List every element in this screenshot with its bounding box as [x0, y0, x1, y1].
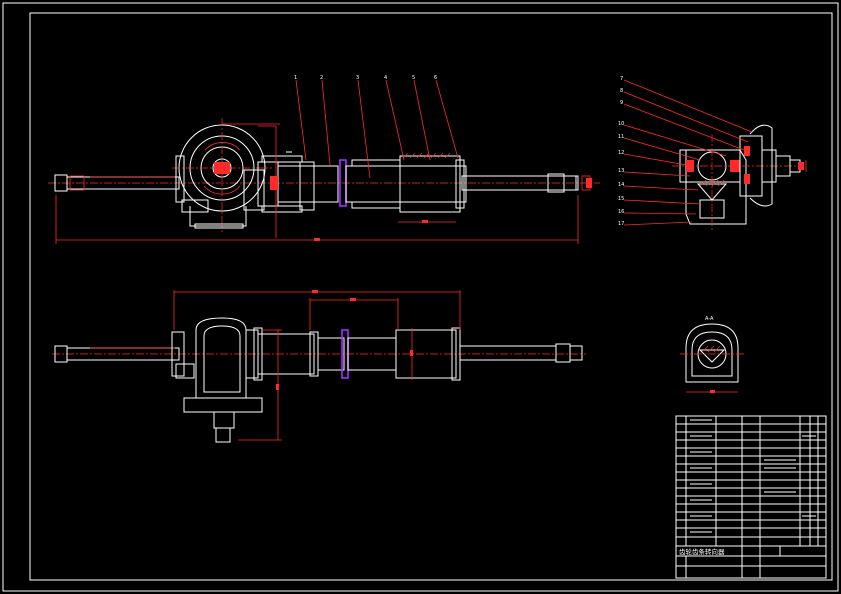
leader-7: 7 — [620, 76, 623, 82]
leader-3: 3 — [356, 75, 359, 81]
leader-1: 1 — [294, 75, 297, 81]
leader-9: 9 — [620, 100, 623, 106]
leader-16: 16 — [618, 209, 624, 215]
leader-4: 4 — [384, 75, 387, 81]
leader-2: 2 — [320, 75, 323, 81]
top-view — [52, 290, 586, 443]
drawing-title: 齿轮齿条转向器 — [679, 547, 725, 556]
leader-8: 8 — [620, 88, 623, 94]
leader-14: 14 — [618, 182, 624, 188]
leader-5: 5 — [412, 75, 415, 81]
inner-frame — [29, 12, 833, 581]
leader-12: 12 — [618, 150, 624, 156]
leader-6: 6 — [434, 75, 437, 81]
leader-11: 11 — [618, 134, 624, 140]
front-view: 1 2 3 4 5 6 — [48, 75, 600, 244]
leader-10: 10 — [618, 121, 624, 127]
section-aa-view: A-A — [680, 316, 744, 393]
leader-15: 15 — [618, 196, 624, 202]
section-aa-label: A-A — [705, 316, 714, 322]
title-block: 齿轮齿条转向器 — [675, 415, 827, 579]
leader-17: 17 — [618, 221, 624, 227]
side-section-view: 7 8 9 10 11 12 13 14 15 16 17 — [618, 76, 807, 230]
leader-13: 13 — [618, 168, 624, 174]
